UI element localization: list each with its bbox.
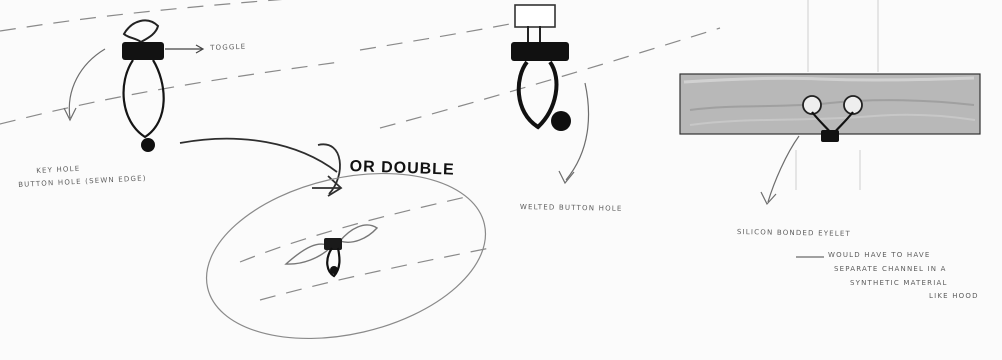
key-hole-sketch [64,20,203,152]
label-or-double: OR DOUBLE [349,158,455,180]
label-toggle: TOGGLE [210,43,246,53]
silicon-eyelet-sketch [680,0,980,257]
label-note-line-2: SEPARATE CHANNEL IN A [834,265,947,274]
label-welted-button-hole: WELTED BUTTON HOLE [520,203,623,214]
label-note-line-4: LIKE HOOD [929,292,979,301]
label-note-line-1: WOULD HAVE TO HAVE [828,251,931,260]
welted-button-hole-sketch [511,5,589,183]
dashed-fabric-lines [0,0,720,300]
toggle-knob [141,138,155,152]
toggle-band [122,42,164,60]
label-note-line-3: SYNTHETIC MATERIAL [850,279,948,288]
